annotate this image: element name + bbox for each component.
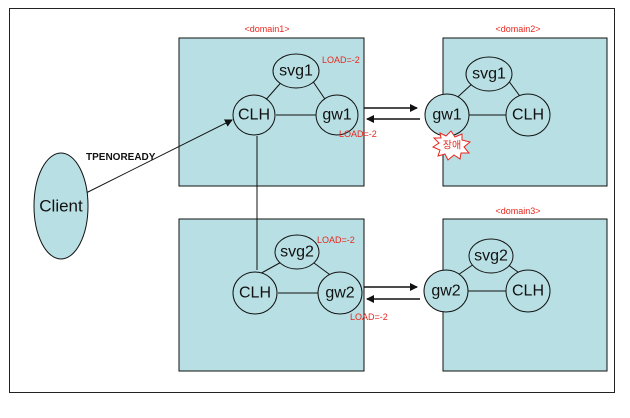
d1-svg-label: svg1	[279, 63, 313, 80]
domain2-label: <domain2>	[495, 24, 540, 34]
d1-gw-node	[315, 94, 359, 136]
load-gw2-label: LOAD=-2	[350, 312, 388, 322]
client-node	[33, 152, 89, 260]
domain3-label: <domain3>	[495, 206, 540, 216]
d4-svg-node	[468, 238, 514, 274]
d1-svg-node	[272, 53, 320, 89]
d1-clh-label: CLH	[238, 107, 270, 124]
d2-svg-node	[465, 56, 513, 92]
d3-svg-node	[274, 234, 320, 270]
load-svg2-label: LOAD=-2	[317, 235, 355, 245]
d3-svg-label: svg2	[280, 244, 314, 261]
d4-clh-label: CLH	[512, 283, 544, 300]
d1-clh-node	[232, 94, 276, 136]
d2-clh-node	[505, 93, 551, 137]
d2-svg-label: svg1	[472, 66, 506, 83]
load-svg1-label: LOAD=-2	[322, 55, 360, 65]
d3-clh-node	[232, 271, 278, 315]
d4-gw-label: gw2	[431, 283, 460, 300]
d2-clh-label: CLH	[512, 107, 544, 124]
d1-gw-label: gw1	[322, 107, 351, 124]
d4-gw-node	[423, 269, 469, 313]
d4-svg-label: svg2	[474, 248, 508, 265]
tpenoready-label: TPENOREADY	[86, 152, 156, 163]
d3-gw-node	[317, 271, 363, 315]
d3-gw-label: gw2	[325, 285, 354, 302]
d2-gw-label: gw1	[432, 107, 461, 124]
client-to-clh-arrow	[85, 119, 233, 194]
fault-burst-icon	[431, 130, 472, 161]
domain1-label: <domain1>	[244, 24, 289, 34]
client-label: Client	[39, 197, 83, 216]
fault-label: 장애	[443, 140, 461, 152]
load-gw1-label: LOAD=-2	[339, 129, 377, 139]
d4-clh-node	[505, 269, 551, 313]
d3-clh-label: CLH	[239, 285, 271, 302]
